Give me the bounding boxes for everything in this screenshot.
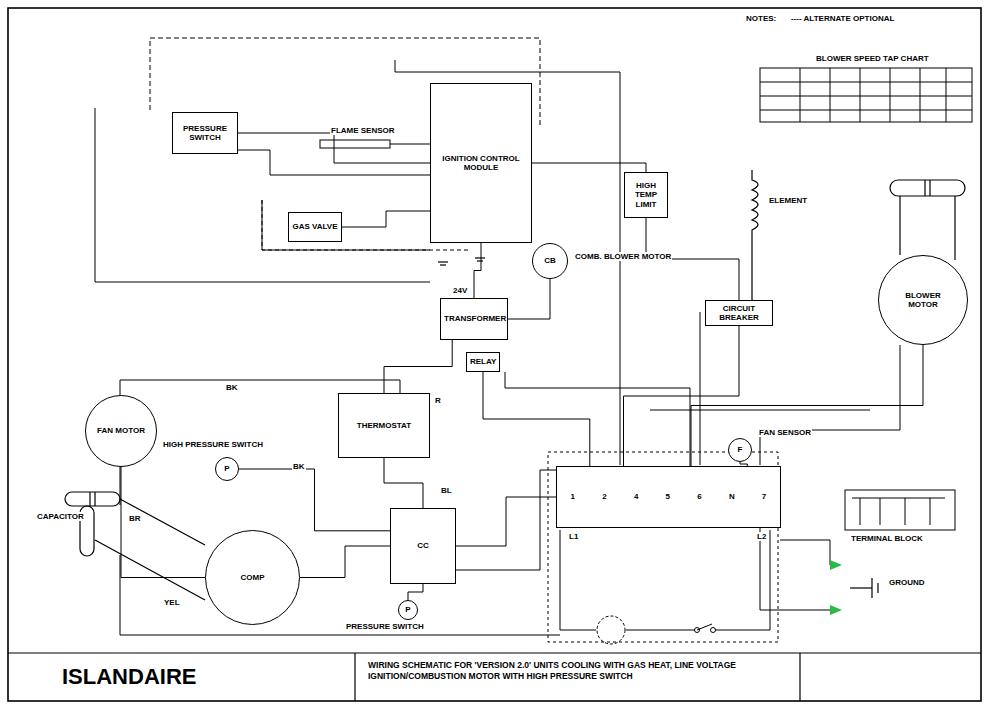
component-label: CIRCUIT BREAKER [709,304,769,322]
gas-valve: GAS VALVE [288,212,342,242]
wire-label: COMB. BLOWER MOTOR [574,252,672,261]
heater-element-coil [752,170,767,312]
control-module: IGNITION CONTROL MODULE [430,83,532,243]
wire-label: CAPACITOR [36,512,85,521]
component-label: IGNITION CONTROL MODULE [434,154,528,172]
fan-sensor-symbol: F [728,438,752,462]
frame [8,8,981,701]
wire-label: BK [292,462,306,471]
component-label: CC [417,541,429,550]
component-label: 6 [697,492,701,501]
component-label: HIGH TEMP LIMIT [628,181,664,209]
wire-label: HIGH PRESSURE SWITCH [162,440,264,449]
wire-label: YEL [163,598,181,607]
component-label: P [224,464,229,473]
wire-label: ---- ALTERNATE OPTIONAL [790,14,895,23]
wire-label: FAN SENSOR [758,428,812,437]
transformer: TRANSFORMER [440,298,508,340]
compressor-symbol: COMP [205,530,300,625]
component-label: 7 [762,492,766,501]
wire-label: L1 [568,532,579,541]
wire [342,211,430,227]
wire-label: R [434,396,442,405]
title: ISLANDAIRE [62,664,196,690]
wire [508,279,550,319]
wire [238,133,430,163]
wire [300,546,390,578]
pressure-switch-symbol: P [215,457,239,481]
wire-label: BL [440,486,453,495]
wire-label: FLAME SENSOR [330,126,396,135]
component-label: GAS VALVE [292,222,337,231]
wire [532,163,646,172]
circuit-breaker: CIRCUIT BREAKER [705,300,773,326]
pressure-switch-symbol: P [398,600,418,620]
wire [239,469,390,531]
wire-label: GROUND [888,578,926,587]
wire-label: ELEMENT [768,196,808,205]
terminal-block: 1 2 4 5 6 N 7 [556,466,781,528]
wire-label: L2 [756,532,767,541]
component-label: N [729,492,735,501]
wire-label: TERMINAL BLOCK [850,534,924,543]
caption: WIRING SCHEMATIC FOR 'VERSION 2.0' UNITS… [368,660,788,681]
component-label: PRESSURE SWITCH [176,124,234,142]
wire [384,458,423,508]
wire [121,467,205,578]
wire [456,497,556,546]
component-label: COMP [241,573,265,582]
output-arrows [830,560,842,615]
component-label: RELAY [470,357,496,366]
contactor: CC [390,508,456,584]
component-label: TRANSFORMER [444,314,504,323]
wire-label: 24V [452,286,468,295]
wire-label: BLOWER SPEED TAP CHART [815,54,930,63]
wiring [95,38,900,635]
wire-label: BK [225,383,239,392]
motor-symbol: FAN MOTOR [85,395,157,467]
component-label: THERMOSTAT [357,421,411,430]
component-label: 4 [634,492,638,501]
capacitor-symbol [65,180,965,600]
wire-label: BR [128,514,142,523]
pressure-switch: PRESSURE SWITCH [172,112,238,154]
wire-label: PRESSURE SWITCH [345,622,425,631]
speed-tap-chart [760,68,972,122]
wire [624,326,740,466]
wire [384,340,452,393]
limit-switch: HIGH TEMP LIMIT [624,172,668,218]
component-label: 5 [666,492,670,501]
wire [691,345,923,466]
thermostat: THERMOSTAT [338,393,430,458]
wire [408,584,423,600]
component-label: BLOWER MOTOR [891,291,956,309]
motor-plug-symbol [845,490,955,530]
battery-ground-symbol [438,258,878,598]
flame-sensor-symbol [320,140,430,148]
relay: RELAY [466,352,500,372]
motor-symbol: BLOWER MOTOR [878,255,968,345]
component-label: CB [544,256,556,265]
component-label: P [405,605,410,614]
wire [483,372,590,466]
wire [474,243,481,298]
component-label: 1 [571,492,575,501]
blower-motor-symbol: CB [532,243,568,279]
component-label: FAN MOTOR [97,426,145,435]
wire-label: NOTES: [745,14,777,23]
component-label: 2 [602,492,606,501]
component-label: F [738,445,743,454]
